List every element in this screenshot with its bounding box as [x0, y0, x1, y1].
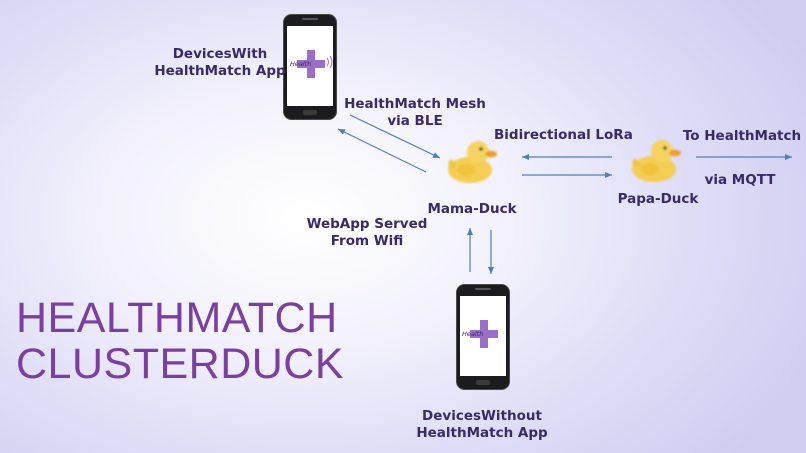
webapp-label: WebApp Served From Wifi [306, 216, 428, 250]
phone-with-app: Health [283, 14, 337, 120]
webapp-line1: WebApp Served [306, 216, 428, 232]
devices-with-line1: DevicesWith [172, 46, 268, 62]
healthmatch-logo: Health [290, 50, 333, 78]
via-mqtt-label: via MQTT [704, 172, 776, 188]
mesh-line2: via BLE [387, 113, 443, 129]
mama-duck-icon [446, 138, 498, 184]
mesh-line1: HealthMatch Mesh [344, 96, 486, 112]
devices-without-line1: DevicesWithout [422, 408, 542, 424]
papa-duck-icon [630, 137, 682, 183]
phone-without-app: Health [456, 284, 510, 390]
webapp-line2: From Wifi [330, 233, 404, 249]
devices-without-label: DevicesWithout HealthMatch App [412, 408, 552, 442]
devices-without-line2: HealthMatch App [416, 425, 548, 441]
svg-text:Health: Health [462, 330, 483, 338]
arrow-phone-to-mama [349, 114, 441, 159]
title-line2: CLUSTERDUCK [16, 340, 345, 388]
papa-duck-label: Papa-Duck [617, 191, 699, 207]
mama-duck-label: Mama-Duck [427, 201, 517, 217]
mesh-label: HealthMatch Mesh via BLE [340, 96, 490, 130]
to-healthmatch-label: To HealthMatch [682, 128, 802, 144]
svg-text:Health: Health [290, 60, 311, 68]
arrow-mama-to-phone [337, 128, 427, 173]
devices-with-label: DevicesWith HealthMatch App [150, 46, 290, 80]
title-line1: HEALTHMATCH [16, 294, 338, 342]
devices-with-line2: HealthMatch App [154, 63, 286, 79]
lora-label: Bidirectional LoRa [494, 127, 633, 143]
healthmatch-logo: Health [462, 320, 498, 348]
